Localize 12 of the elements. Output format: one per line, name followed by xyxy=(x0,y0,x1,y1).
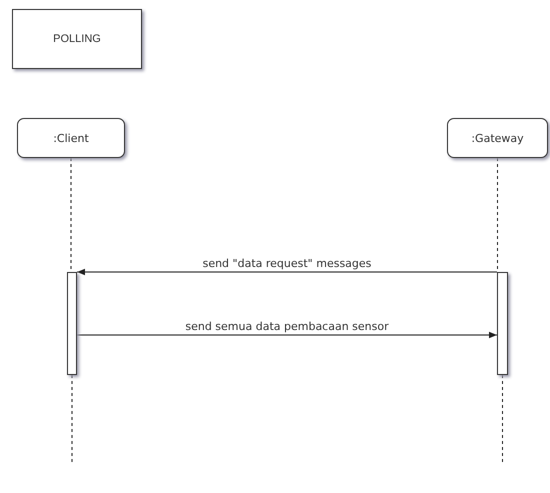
lifeline-head xyxy=(17,118,125,158)
message-label: send "data request" messages xyxy=(200,257,374,270)
activation-bar xyxy=(497,272,508,375)
object-name: :Gateway xyxy=(471,132,524,144)
message-arrow xyxy=(76,268,498,276)
title-box xyxy=(12,9,142,69)
lifeline-head xyxy=(447,118,548,158)
message-label: send semua data pembacaan sensor xyxy=(183,320,391,333)
activation-bar xyxy=(67,272,77,375)
object-name: :Client xyxy=(53,132,89,144)
message-arrow xyxy=(76,332,498,338)
frame-title: POLLING xyxy=(53,33,101,45)
